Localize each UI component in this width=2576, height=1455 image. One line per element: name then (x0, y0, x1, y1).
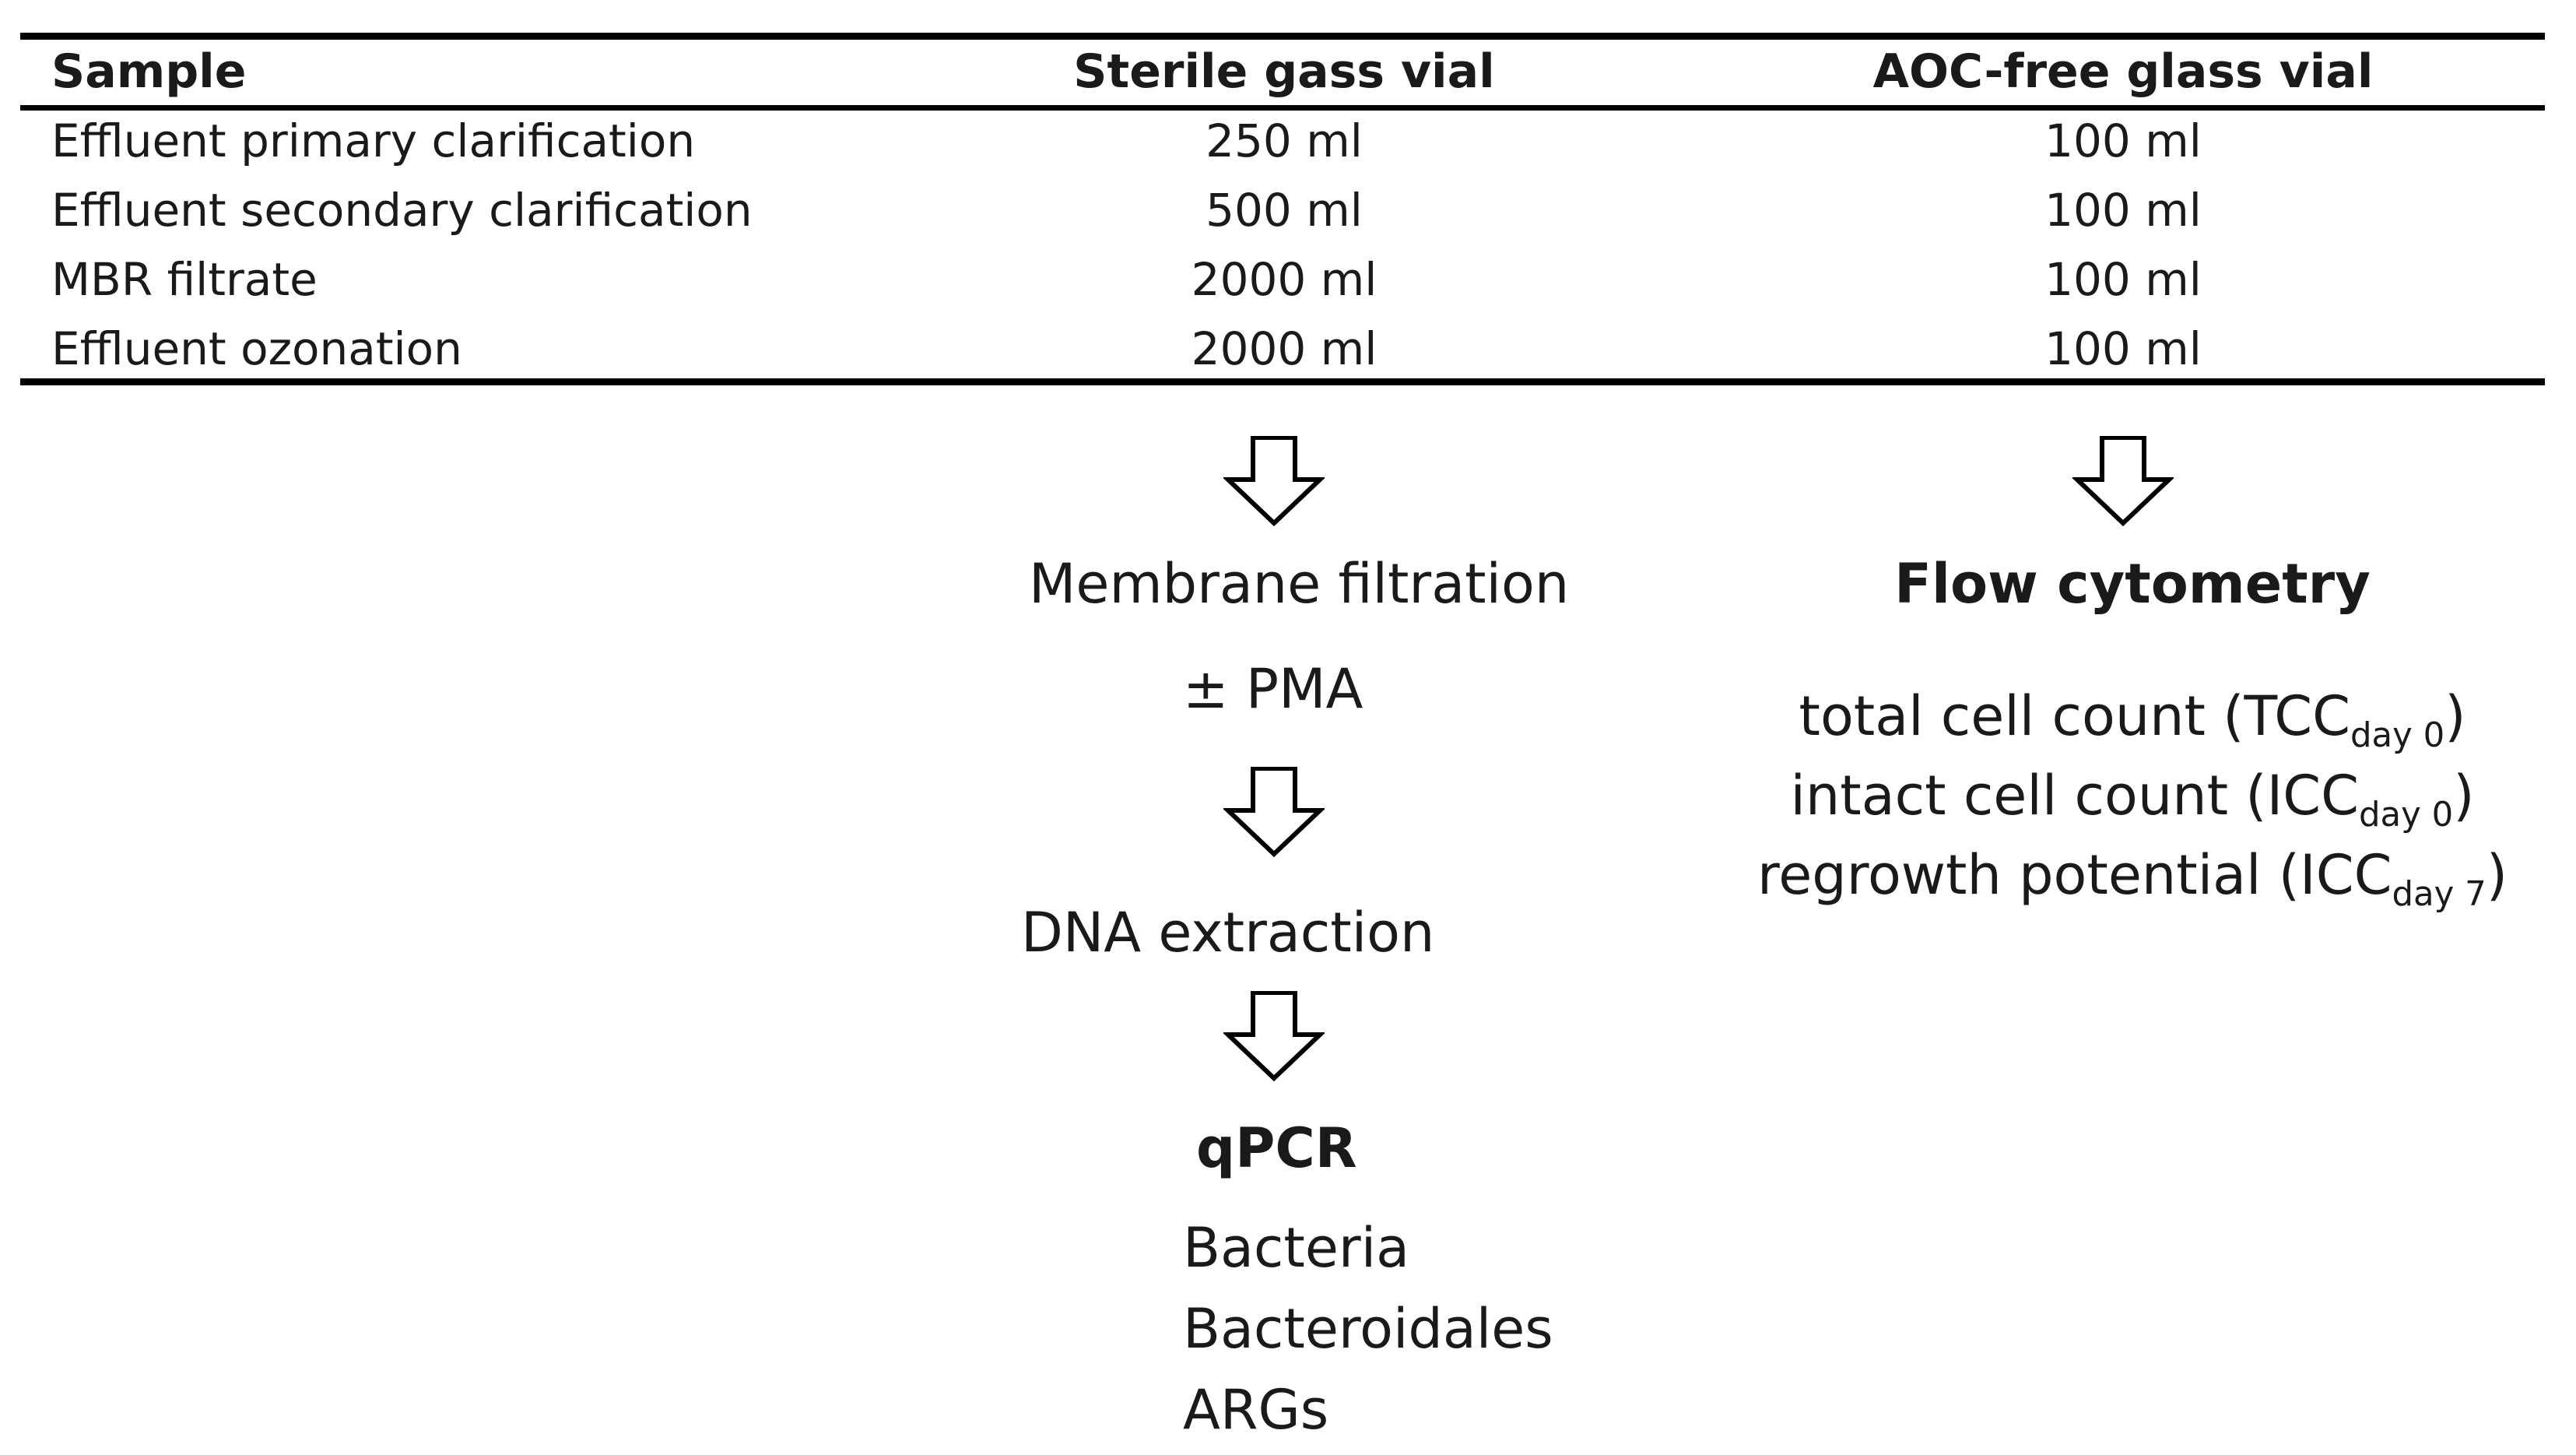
metric-close: ) (2486, 843, 2508, 907)
down-arrow-icon (1223, 436, 1325, 526)
aoc-volume: 100 ml (2044, 253, 2202, 306)
table-bottom-rule (20, 378, 2545, 385)
sample-name: Effluent secondary clarification (51, 184, 753, 237)
qpcr-target: Bacteroidales (1183, 1297, 1553, 1361)
sterile-volume: 2000 ml (1191, 253, 1377, 306)
aoc-volume: 100 ml (2044, 114, 2202, 167)
pma-label: ± PMA (1183, 657, 1363, 721)
qpcr-target: Bacteria (1183, 1216, 1410, 1280)
sample-name: Effluent primary clarification (51, 114, 696, 167)
metric-label: intact cell count (ICC (1790, 764, 2359, 828)
flow-cytometry-label: Flow cytometry (1894, 552, 2371, 616)
header-sample: Sample (51, 44, 247, 99)
header-sterile-vial: Sterile gass vial (1073, 44, 1495, 99)
metric-icc-day0: intact cell count (ICCday 0) (1790, 768, 2474, 832)
aoc-volume: 100 ml (2044, 322, 2202, 375)
table-top-rule (20, 33, 2545, 40)
down-arrow-icon (1223, 991, 1325, 1081)
down-arrow-icon (1223, 767, 1325, 857)
sterile-volume: 250 ml (1206, 114, 1363, 167)
sample-name: Effluent ozonation (51, 322, 462, 375)
metric-tcc-day0: total cell count (TCCday 0) (1799, 689, 2465, 753)
down-arrow-icon (2072, 436, 2174, 526)
aoc-volume: 100 ml (2044, 184, 2202, 237)
sample-name: MBR filtrate (51, 253, 318, 306)
metric-icc-day7: regrowth potential (ICCday 7) (1757, 848, 2508, 912)
table-header-rule (20, 105, 2545, 111)
qpcr-target: ARGs (1183, 1378, 1329, 1442)
metric-label: total cell count (TCC (1799, 684, 2350, 748)
metric-close: ) (2453, 764, 2475, 828)
membrane-filtration-label: Membrane filtration (1029, 552, 1570, 616)
qpcr-label: qPCR (1196, 1116, 1357, 1180)
sterile-volume: 500 ml (1206, 184, 1363, 237)
dna-extraction-label: DNA extraction (1021, 901, 1435, 965)
sterile-volume: 2000 ml (1191, 322, 1377, 375)
metric-subscript: day 0 (2358, 796, 2454, 835)
metric-subscript: day 7 (2392, 875, 2487, 915)
header-aoc-free-vial: AOC-free glass vial (1872, 44, 2374, 99)
metric-label: regrowth potential (ICC (1757, 843, 2392, 907)
metric-close: ) (2444, 684, 2466, 748)
metric-subscript: day 0 (2350, 716, 2445, 756)
